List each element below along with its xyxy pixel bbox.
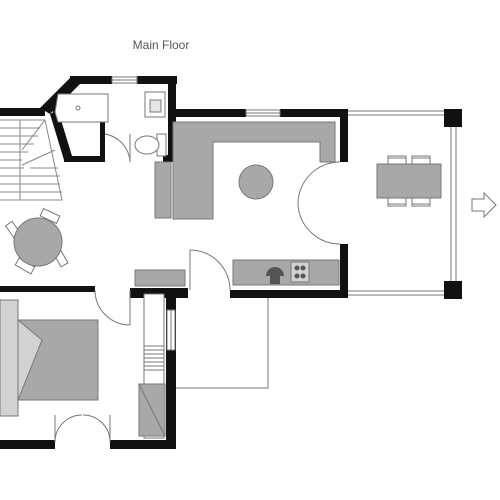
patio-outline bbox=[348, 110, 457, 296]
kitchen-counter-l bbox=[172, 121, 336, 220]
wall-bath-bottom bbox=[163, 155, 176, 162]
bedroom bbox=[0, 299, 111, 443]
bed-pillow bbox=[17, 318, 43, 401]
patio-dining bbox=[376, 155, 442, 207]
patio-chair bbox=[387, 155, 407, 165]
hall-bench bbox=[134, 269, 186, 287]
patio-chair bbox=[411, 155, 431, 165]
wall-kitchen-bottom bbox=[230, 290, 348, 298]
wall-kitchen-right-lower bbox=[340, 244, 348, 298]
staircase bbox=[0, 119, 63, 201]
dining-table-kitchen bbox=[238, 164, 274, 200]
door-bedroom bbox=[94, 289, 131, 326]
wall-kitchen-right-upper bbox=[340, 109, 348, 162]
kitchen bbox=[154, 121, 341, 286]
wall-stair-angled bbox=[50, 110, 72, 160]
arrow-right-icon bbox=[471, 191, 497, 219]
stove bbox=[290, 261, 310, 283]
wall-kitchen-top-left bbox=[168, 109, 246, 117]
wall-bedroom-bottom-right bbox=[110, 440, 176, 449]
wall-bath-top-right bbox=[137, 76, 177, 84]
hall-closet bbox=[138, 293, 166, 439]
vanity-counter bbox=[54, 93, 109, 123]
patio-post-bottom bbox=[444, 281, 462, 299]
bathroom-fixtures bbox=[54, 91, 167, 163]
patio-table bbox=[376, 163, 442, 199]
wall-living-bottom bbox=[0, 286, 95, 292]
dining-chair bbox=[39, 207, 61, 225]
wall-bedroom-bottom-left bbox=[0, 440, 55, 449]
kitchen-island-stool bbox=[154, 161, 172, 219]
wall-stair-bottom bbox=[64, 156, 101, 162]
wall-kitchen-top-right bbox=[280, 109, 348, 117]
wall-top-left bbox=[0, 108, 45, 116]
wall-bath-top-left bbox=[70, 76, 112, 84]
wall-bath-right bbox=[168, 76, 176, 162]
living-dining bbox=[4, 207, 69, 275]
round-dining-table bbox=[13, 217, 63, 267]
exterior-outline bbox=[176, 298, 269, 389]
patio-post-top bbox=[444, 109, 462, 127]
door-bedroom-double bbox=[54, 414, 111, 443]
tap-icon bbox=[75, 105, 81, 111]
door-patio-french bbox=[297, 161, 341, 245]
patio-chair bbox=[411, 197, 431, 207]
wall-bath-inner bbox=[100, 122, 105, 162]
plan-title: Main Floor bbox=[132, 38, 190, 52]
toilet-bowl bbox=[134, 135, 160, 155]
wall-hall-bottom bbox=[130, 288, 188, 298]
sink-icon bbox=[266, 267, 284, 276]
kitchen-counter-bottom bbox=[232, 259, 340, 286]
bed-headboard bbox=[0, 299, 19, 417]
windows bbox=[111, 76, 281, 351]
door-bathroom bbox=[104, 133, 131, 163]
wall-hall-right bbox=[166, 288, 176, 448]
patio-chair bbox=[387, 197, 407, 207]
door-front bbox=[189, 249, 231, 291]
